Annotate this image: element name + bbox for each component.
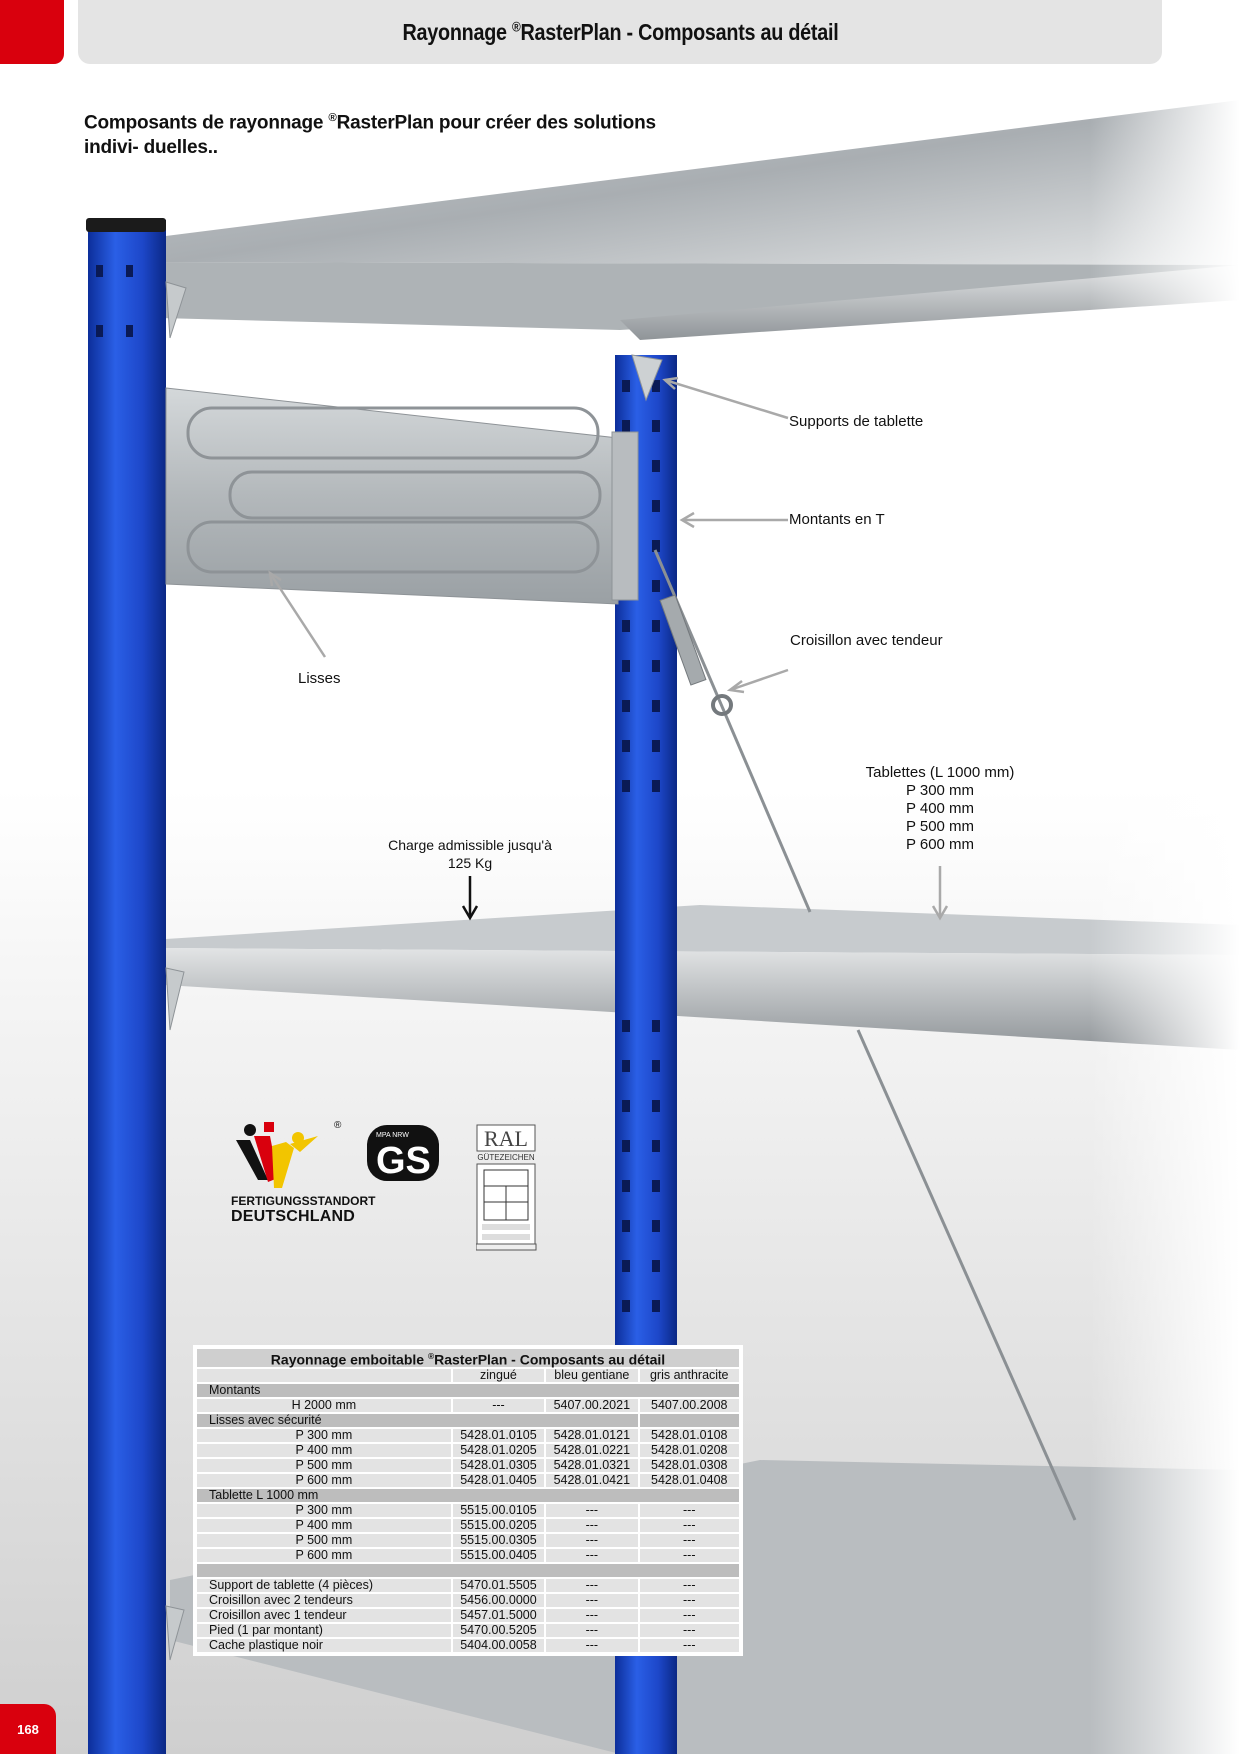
callout-montants: Montants en T — [789, 511, 885, 528]
callout-leaders — [268, 376, 949, 921]
callout-croisillon: Croisillon avec tendeur — [790, 632, 943, 649]
col-header-bleu: bleu gentiane — [546, 1369, 638, 1382]
corner-tab — [0, 0, 64, 64]
table-row: H 2000 mm --- 5407.00.2021 5407.00.2008 — [197, 1399, 739, 1412]
col-header-gris: gris anthracite — [639, 1369, 739, 1382]
ral-logo: RAL GÜTEZEICHEN — [475, 1124, 538, 1252]
beam-lisse — [165, 387, 639, 605]
gs-logo: MPA NRW GS — [366, 1124, 440, 1182]
callout-supports: Supports de tablette — [789, 413, 924, 430]
callout-tablettes: Tablettes (L 1000 mm) P 300 mm P 400 mm … — [865, 764, 1015, 853]
svg-text:MPA NRW: MPA NRW — [376, 1132, 409, 1139]
table-row: Support de tablette (4 pièces)5470.01.55… — [197, 1579, 739, 1592]
fertigungsstandort-logo: ® FERTIGUNGSSTANDORT DEUTSCHLAND — [231, 1120, 376, 1225]
page-title: Rayonnage ®RasterPlan - Composants au dé… — [402, 18, 838, 45]
table-spacer — [197, 1564, 739, 1577]
svg-text:GS: GS — [376, 1140, 431, 1182]
top-shelf — [150, 100, 1240, 340]
col-header-zingue: zingué — [452, 1369, 545, 1382]
table-title: Rayonnage emboitable ®RasterPlan - Compo… — [197, 1349, 739, 1367]
components-table: Rayonnage emboitable ®RasterPlan - Compo… — [193, 1345, 743, 1656]
section-lisses: Lisses avec sécurité — [197, 1414, 638, 1427]
svg-text:GÜTEZEICHEN: GÜTEZEICHEN — [477, 1153, 535, 1162]
section-tablette: Tablette L 1000 mm — [197, 1489, 739, 1502]
shelf-supports — [165, 281, 663, 1661]
svg-text:RAL: RAL — [484, 1126, 528, 1151]
cross-brace — [653, 549, 1077, 1521]
section-montants: Montants — [197, 1384, 739, 1397]
page-number: 168 — [0, 1704, 56, 1754]
intro-text: Composants de rayonnage ®RasterPlan pour… — [84, 112, 656, 159]
left-upright — [86, 218, 166, 1754]
load-arrow — [461, 876, 479, 921]
table-row: Pied (1 par montant)5470.00.5205------ — [197, 1624, 739, 1637]
callout-lisses: Lisses — [298, 670, 341, 687]
callout-charge: Charge admissible jusqu'à 125 Kg — [388, 837, 552, 871]
middle-shelf — [150, 905, 1240, 1050]
header-bar: Rayonnage ®RasterPlan - Composants au dé… — [78, 0, 1162, 64]
